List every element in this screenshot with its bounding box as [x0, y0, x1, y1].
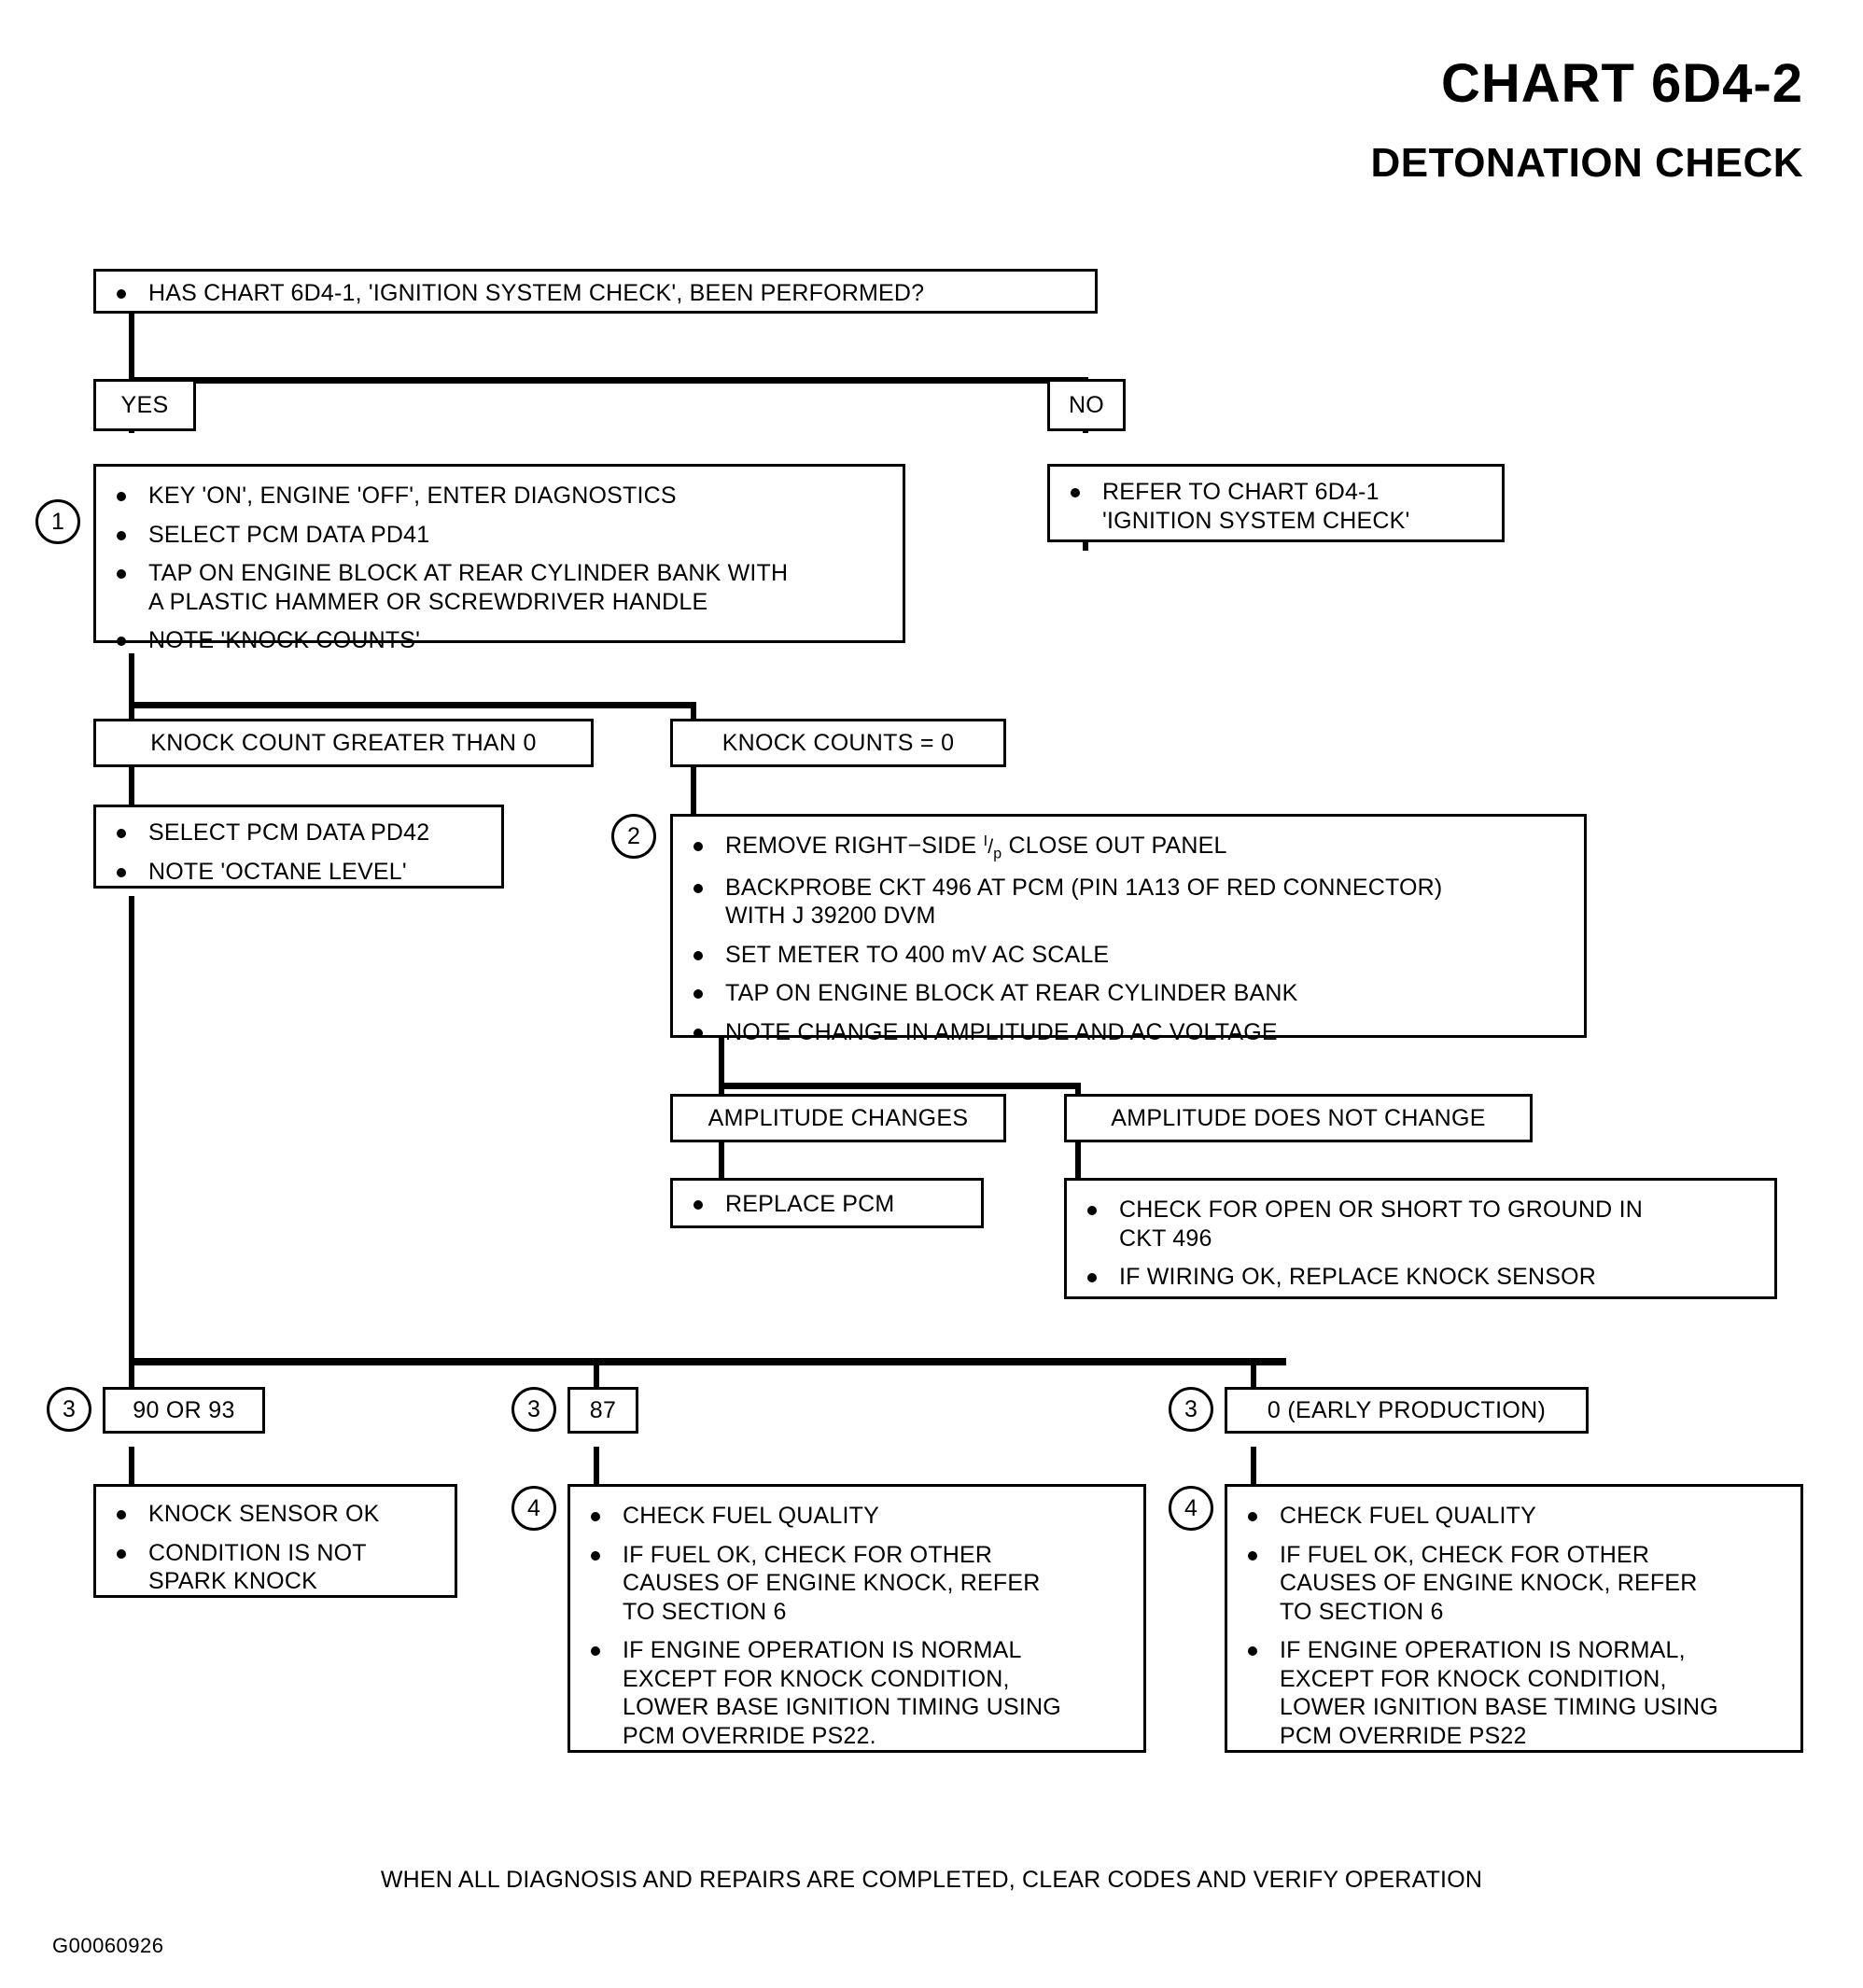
no-label-box: NO	[1047, 379, 1126, 431]
connector-gt0-to-octane	[129, 765, 134, 805]
step1-list: KEY 'ON', ENGINE 'OFF', ENTER DIAGNOSTIC…	[96, 467, 903, 670]
replace-pcm-list: REPLACE PCM	[673, 1181, 981, 1228]
step2-item-1: REMOVE RIGHT−SIDE I/p CLOSE OUT PANEL	[682, 832, 1571, 863]
octane-read-item-2: NOTE 'OCTANE LEVEL'	[105, 858, 492, 887]
fuel-check-0-item-1: CHECK FUEL QUALITY	[1237, 1502, 1791, 1531]
connector-0early-to-fuelcheck	[1251, 1447, 1256, 1486]
sensor-ok-item-1: KNOCK SENSOR OK	[105, 1500, 445, 1529]
knock-greater-label: KNOCK COUNT GREATER THAN 0	[150, 729, 537, 756]
amplitude-changes-label: AMPLITUDE CHANGES	[707, 1104, 969, 1131]
refer-chart-list: REFER TO CHART 6D4-1 'IGNITION SYSTEM CH…	[1050, 467, 1502, 546]
octane-read-box: SELECT PCM DATA PD42 NOTE 'OCTANE LEVEL'	[93, 805, 504, 889]
question-item: HAS CHART 6D4-1, 'IGNITION SYSTEM CHECK'…	[105, 279, 1086, 308]
connector-bus-to-87	[594, 1358, 599, 1405]
octane-read-list: SELECT PCM DATA PD42 NOTE 'OCTANE LEVEL'	[96, 807, 501, 897]
connector-87-to-fuelcheck	[594, 1447, 599, 1486]
sensor-ok-item-2: CONDITION IS NOT SPARK KNOCK	[105, 1539, 445, 1596]
check-open-short-item-2: IF WIRING OK, REPLACE KNOCK SENSOR	[1076, 1263, 1765, 1292]
connector-bus-to-9093	[129, 1358, 134, 1405]
fuel-check-0-list: CHECK FUEL QUALITY IF FUEL OK, CHECK FOR…	[1227, 1487, 1800, 1765]
document-id: G00060926	[52, 1934, 164, 1957]
step1-item-3: TAP ON ENGINE BLOCK AT REAR CYLINDER BAN…	[105, 559, 889, 616]
step-marker-1-text: 1	[51, 508, 64, 535]
octane-read-item-1: SELECT PCM DATA PD42	[105, 819, 492, 847]
step-marker-3-mid-text: 3	[527, 1395, 540, 1422]
connector-amplitude-bus	[719, 1083, 1081, 1089]
step-marker-2: 2	[611, 814, 656, 859]
step-marker-4-mid: 4	[511, 1486, 556, 1531]
octane-0-early-box: 0 (EARLY PRODUCTION)	[1225, 1387, 1589, 1434]
connector-step1-down	[129, 653, 134, 709]
connector-octane-long-down	[129, 896, 134, 1363]
fuel-check-0-box: CHECK FUEL QUALITY IF FUEL OK, CHECK FOR…	[1225, 1484, 1803, 1753]
step-marker-4-right: 4	[1169, 1486, 1213, 1531]
step1-box: KEY 'ON', ENGINE 'OFF', ENTER DIAGNOSTIC…	[93, 464, 905, 653]
check-open-short-item-1: CHECK FOR OPEN OR SHORT TO GROUND IN CKT…	[1076, 1196, 1765, 1253]
no-label: NO	[1068, 391, 1105, 418]
fuel-check-87-item-2: IF FUEL OK, CHECK FOR OTHER CAUSES OF EN…	[580, 1541, 1134, 1627]
octane-87-box: 87	[567, 1387, 638, 1434]
connector-9093-to-sensorok	[129, 1447, 134, 1486]
step1-item-2: SELECT PCM DATA PD41	[105, 521, 889, 550]
fuel-check-0-item-3: IF ENGINE OPERATION IS NORMAL, EXCEPT FO…	[1237, 1636, 1791, 1750]
octane-90-93-label: 90 OR 93	[133, 1396, 235, 1423]
step-marker-2-text: 2	[627, 822, 640, 849]
yes-label-box: YES	[93, 379, 196, 431]
step2-box: REMOVE RIGHT−SIDE I/p CLOSE OUT PANEL BA…	[670, 814, 1587, 1045]
step2-item-3: SET METER TO 400 mV AC SCALE	[682, 941, 1571, 970]
step-marker-4-mid-text: 4	[527, 1494, 540, 1521]
step1-item-1: KEY 'ON', ENGINE 'OFF', ENTER DIAGNOSTIC…	[105, 482, 889, 511]
step-marker-3-right-text: 3	[1184, 1395, 1198, 1422]
sensor-ok-box: KNOCK SENSOR OK CONDITION IS NOT SPARK K…	[93, 1484, 457, 1598]
connector-bus-to-0early	[1251, 1358, 1256, 1405]
connector-eq0-to-step2	[691, 765, 696, 818]
step2-list: REMOVE RIGHT−SIDE I/p CLOSE OUT PANEL BA…	[673, 817, 1584, 1061]
knock-zero-box: KNOCK COUNTS = 0	[670, 719, 1006, 767]
fuel-check-87-list: CHECK FUEL QUALITY IF FUEL OK, CHECK FOR…	[570, 1487, 1143, 1765]
amplitude-no-change-label: AMPLITUDE DOES NOT CHANGE	[1111, 1104, 1486, 1131]
yes-label: YES	[120, 391, 169, 418]
connector-yesno-bus	[129, 377, 1088, 384]
step2-item-4: TAP ON ENGINE BLOCK AT REAR CYLINDER BAN…	[682, 979, 1571, 1008]
refer-chart-item: REFER TO CHART 6D4-1 'IGNITION SYSTEM CH…	[1059, 478, 1492, 535]
amplitude-no-change-box: AMPLITUDE DOES NOT CHANGE	[1064, 1094, 1533, 1142]
step-marker-3-left-text: 3	[63, 1395, 76, 1422]
connector-question-down	[129, 308, 134, 383]
knock-greater-box: KNOCK COUNT GREATER THAN 0	[93, 719, 594, 767]
fuel-check-87-item-3: IF ENGINE OPERATION IS NORMAL EXCEPT FOR…	[580, 1636, 1134, 1750]
check-open-short-list: CHECK FOR OPEN OR SHORT TO GROUND IN CKT…	[1067, 1181, 1774, 1307]
connector-octane-bottom-bus	[129, 1358, 1286, 1365]
sensor-ok-list: KNOCK SENSOR OK CONDITION IS NOT SPARK K…	[96, 1487, 455, 1609]
step-marker-3-right: 3	[1169, 1387, 1213, 1432]
ip-fraction: I/p	[983, 833, 1002, 862]
chart-number: CHART 6D4-2	[1440, 53, 1803, 114]
step-marker-3-left: 3	[47, 1387, 91, 1432]
step2-item-2: BACKPROBE CKT 496 AT PCM (PIN 1A13 OF RE…	[682, 874, 1571, 931]
connector-ampchange-to-replace	[719, 1141, 724, 1180]
refer-chart-box: REFER TO CHART 6D4-1 'IGNITION SYSTEM CH…	[1047, 464, 1505, 542]
question-list: HAS CHART 6D4-1, 'IGNITION SYSTEM CHECK'…	[96, 272, 1095, 315]
question-box: HAS CHART 6D4-1, 'IGNITION SYSTEM CHECK'…	[93, 269, 1098, 314]
octane-87-label: 87	[589, 1396, 617, 1423]
step-marker-3-mid: 3	[511, 1387, 556, 1432]
knock-zero-label: KNOCK COUNTS = 0	[721, 729, 955, 756]
footer-note: WHEN ALL DIAGNOSIS AND REPAIRS ARE COMPL…	[380, 1867, 1483, 1893]
replace-pcm-box: REPLACE PCM	[670, 1178, 984, 1228]
amplitude-changes-box: AMPLITUDE CHANGES	[670, 1094, 1006, 1142]
fuel-check-87-box: CHECK FUEL QUALITY IF FUEL OK, CHECK FOR…	[567, 1484, 1146, 1753]
fuel-check-0-item-2: IF FUEL OK, CHECK FOR OTHER CAUSES OF EN…	[1237, 1541, 1791, 1627]
step1-item-4: NOTE 'KNOCK COUNTS'	[105, 626, 889, 655]
step-marker-4-right-text: 4	[1184, 1494, 1198, 1521]
chart-title: DETONATION CHECK	[1370, 140, 1803, 186]
connector-knock-bus	[129, 702, 696, 708]
replace-pcm-item: REPLACE PCM	[682, 1190, 972, 1219]
fuel-check-87-item-1: CHECK FUEL QUALITY	[580, 1502, 1134, 1531]
connector-ampnochange-to-check	[1075, 1141, 1081, 1180]
check-open-short-box: CHECK FOR OPEN OR SHORT TO GROUND IN CKT…	[1064, 1178, 1777, 1299]
connector-step2-down	[719, 1036, 724, 1092]
step-marker-1: 1	[35, 499, 80, 544]
octane-0-early-label: 0 (EARLY PRODUCTION)	[1267, 1396, 1547, 1423]
octane-90-93-box: 90 OR 93	[103, 1387, 265, 1434]
step2-item-5: NOTE CHANGE IN AMPLITUDE AND AC VOLTAGE	[682, 1018, 1571, 1047]
